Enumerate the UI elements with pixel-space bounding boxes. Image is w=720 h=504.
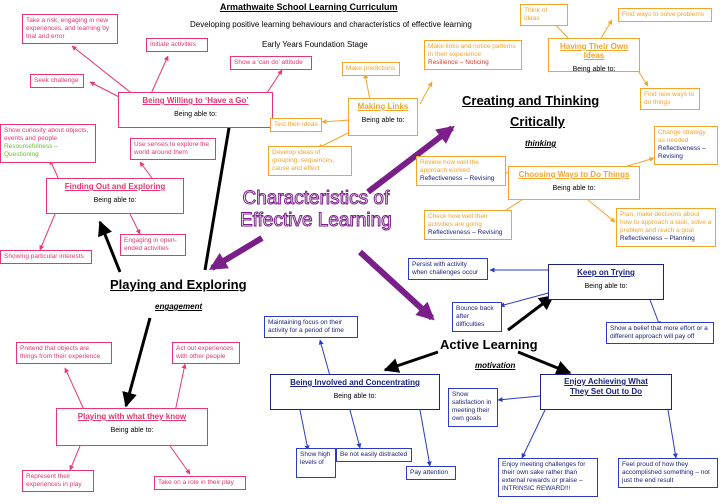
note-bounce: Bounce back after difficulties (452, 302, 502, 333)
note-open-ended: Engaging in open-ended activities (120, 234, 186, 257)
own-ideas-box: Having Their Own Ideas Being able to: (548, 38, 640, 73)
making-links-title: Making Links (357, 102, 409, 111)
arrow-play-to-playing-with (122, 317, 152, 408)
playing-exploring-title: Playing and Exploring (110, 277, 247, 292)
note-change-strategy: Change strategy as needed Reflectiveness… (654, 126, 718, 165)
active-learning-title: Active Learning (440, 337, 538, 352)
note-seek-challenge: Seek challenge (30, 74, 84, 89)
choosing-able: Being able to: (552, 185, 596, 192)
note-intrinsic: Enjoy meeting challenges for their own s… (498, 458, 598, 497)
note-curiosity: Show curiosity about objects, events and… (0, 124, 96, 163)
finding-out-able: Being able to: (93, 197, 137, 204)
note-review-text: Review how well the approach worked (420, 159, 479, 175)
note-proud: Feel proud of how they accomplished some… (618, 458, 718, 489)
arrow-to-creating (366, 125, 455, 195)
arrow-active-to-involved (383, 350, 439, 373)
note-review: Review how well the approach worked Refl… (416, 156, 506, 187)
note-new-ways: Find new ways to do things (640, 88, 700, 111)
finding-out-title: Finding Out and Exploring (64, 182, 166, 191)
making-links-able: Being able to: (361, 117, 405, 124)
keep-trying-able: Being able to: (584, 283, 628, 290)
keep-trying-title: Keep on Trying (577, 268, 635, 277)
note-grouping: Develop ideas of grouping, sequences, ca… (268, 146, 352, 177)
center-line-2: Effective Learning (240, 209, 393, 231)
have-a-go-able: Being able to: (174, 111, 217, 118)
choosing-box: Choosing Ways to Do Things Being able to… (508, 166, 640, 200)
note-belief: Show a belief that more effort or a diff… (606, 322, 714, 345)
note-check-text: Check how well their activities are goin… (428, 213, 488, 229)
involved-title: Being Involved and Concentrating (290, 378, 420, 387)
enjoy-title-2: They Set Out to Do (570, 387, 642, 396)
note-interests: Showing particular interests (0, 250, 92, 265)
arrow-play-to-have-go (203, 108, 238, 271)
note-plan: Plan, make decisions about how to approa… (616, 208, 716, 247)
note-curiosity-tag: Resourcefulness – Questioning (4, 143, 58, 159)
own-ideas-title: Having Their Own Ideas (559, 42, 628, 60)
involved-able: Being able to: (333, 393, 377, 400)
note-test-ideas: Test their ideas (270, 118, 322, 133)
finding-out-box: Finding Out and Exploring Being able to: (46, 178, 184, 214)
note-satisfaction: Show satisfaction in meeting their own g… (448, 388, 498, 427)
arrow-to-playing (208, 235, 264, 271)
note-take-risk: Take a risk, engaging in new experiences… (22, 14, 118, 45)
creating-thinking-title-2: Critically (510, 114, 565, 129)
playing-with-able: Being able to: (110, 427, 154, 434)
own-ideas-able: Being able to: (572, 66, 616, 73)
note-check-tag: Reflectiveness – Revising (428, 229, 503, 237)
keep-trying-box: Keep on Trying Being able to: (548, 264, 664, 300)
note-solve-problems: Find ways to solve problems (618, 8, 712, 23)
note-think-ideas: Think of ideas (520, 4, 568, 27)
note-pretend: Pretend that objects are things from the… (16, 342, 112, 365)
note-curiosity-text: Show curiosity about objects, events and… (4, 127, 89, 143)
note-predictions: Make predictions (342, 62, 400, 77)
thinking-label: thinking (525, 139, 557, 148)
note-pay-attention: Pay attention (406, 466, 456, 481)
arrow-active-to-enjoy (517, 350, 572, 375)
center-title: Characteristics of Effective Learning (240, 188, 393, 232)
note-act-out: Act out experiences with other people (172, 342, 240, 365)
note-initiate: Initiate activities (146, 38, 208, 53)
center-line-1: Characteristics of (242, 188, 390, 210)
have-a-go-box: Being Willing to ‘Have a Go’ Being able … (118, 92, 273, 128)
note-patterns: Make links and notice patterns in their … (424, 40, 522, 71)
playing-with-box: Playing with what they know Being able t… (56, 408, 208, 446)
school-title: Armathwaite School Learning Curriculum (220, 2, 398, 12)
note-represent: Represent their experiences in play (22, 470, 94, 493)
engagement-label: engagement (155, 302, 203, 311)
note-check: Check how well their activities are goin… (424, 210, 512, 241)
note-can-do: Show a ‘can do’ attitude (230, 56, 312, 71)
note-change-text: Change strategy as needed (658, 129, 706, 145)
enjoy-box: Enjoy Achieving What They Set Out to Do (540, 374, 672, 410)
note-review-tag: Reflectiveness – Revising (420, 175, 495, 183)
note-persist: Persist with activity when challenges oc… (408, 258, 488, 281)
motivation-label: motivation (475, 361, 516, 370)
choosing-title: Choosing Ways to Do Things (518, 170, 630, 179)
note-patterns-text: Make links and notice patterns in their … (428, 43, 516, 59)
making-links-box: Making Links Being able to: (348, 98, 418, 136)
subtitle: Developing positive learning behaviours … (190, 20, 472, 29)
note-not-distracted: Be not easily distracted (336, 448, 412, 463)
note-plan-text: Plan, make decisions about how to approa… (620, 211, 712, 235)
note-patterns-tag: Resilience – Noticing (428, 59, 489, 67)
playing-with-title: Playing with what they know (77, 412, 187, 421)
note-focus: Maintaining focus on their activity for … (264, 316, 358, 339)
arrow-active-to-keep (507, 294, 555, 332)
note-role: Take on a role in their play (154, 476, 246, 491)
arrow-play-to-finding (98, 220, 122, 273)
enjoy-title-1: Enjoy Achieving What (564, 377, 648, 386)
stage-title: Early Years Foundation Stage (262, 40, 368, 49)
creating-thinking-title-1: Creating and Thinking (462, 93, 600, 108)
arrow-to-active (357, 249, 435, 321)
note-high-levels: Show high levels of (296, 448, 336, 478)
note-plan-tag: Reflectiveness – Planning (620, 235, 695, 243)
note-senses: Use senses to explore the world around t… (130, 138, 216, 161)
have-a-go-title: Being Willing to ‘Have a Go’ (142, 96, 249, 105)
involved-box: Being Involved and Concentrating Being a… (270, 374, 440, 410)
note-change-tag: Reflectiveness – Revising (658, 145, 706, 161)
